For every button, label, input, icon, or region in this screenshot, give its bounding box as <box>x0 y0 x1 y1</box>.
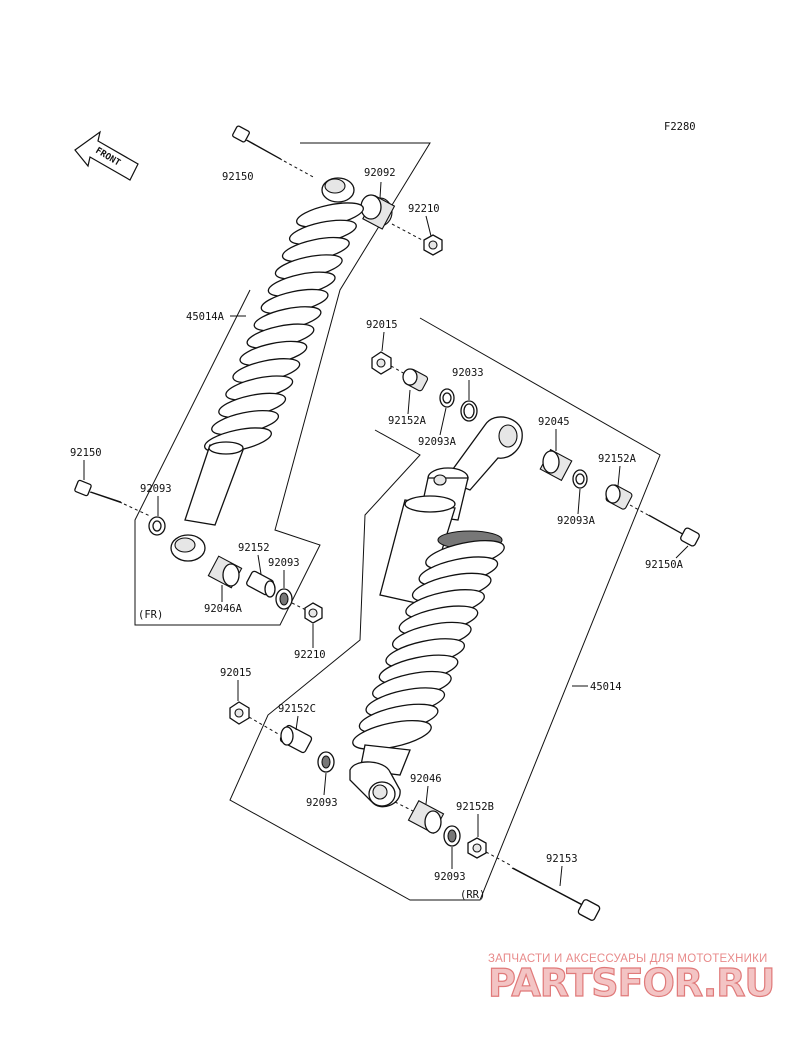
front-bottom-nut <box>291 602 323 624</box>
label-front-bushing: 92092 <box>364 167 396 179</box>
rear-lower-bolt <box>485 851 601 921</box>
front-top-nut <box>391 223 443 256</box>
label-rear-nut-upper: 92015 <box>366 319 398 331</box>
front-oil-seal-right <box>275 588 293 610</box>
rear-lower-bearing <box>394 799 445 835</box>
label-front-collar: 92152 <box>238 542 270 554</box>
label-front-bolt-bottom: 92150 <box>70 447 102 459</box>
label-front-shock: 45014A <box>186 311 225 323</box>
watermark-brand: PARTSFOR.RU <box>488 961 774 1005</box>
label-front-bolt-top: 92150 <box>222 171 254 183</box>
label-rear-collar-upper-right: 92152A <box>598 453 637 465</box>
label-front-seal-right: 92093 <box>268 557 300 569</box>
label-rear-collar-lower: 92152C <box>278 703 316 715</box>
front-shock-group: (FR) 92150 92092 92210 <box>70 125 443 661</box>
label-rear-bearing-lower: 92046 <box>410 773 442 785</box>
rear-collar-lower-right <box>467 837 487 859</box>
label-rear-collar-upper-left: 92152A <box>388 415 427 427</box>
label-rear-nut-lower: 92015 <box>220 667 252 679</box>
rear-upper-bolt <box>629 504 700 547</box>
label-rear-snap-ring: 92033 <box>452 367 484 379</box>
label-rear-shock: 45014 <box>590 681 622 693</box>
front-group-label: (FR) <box>138 609 163 621</box>
label-front-nut-top: 92210 <box>408 203 440 215</box>
rear-lower-collar <box>279 724 313 754</box>
label-front-nut-bottom: 92210 <box>294 649 326 661</box>
front-bottom-bolt <box>74 479 151 517</box>
spring-coil <box>352 719 432 751</box>
label-rear-seal-upper-right: 92093A <box>557 515 596 527</box>
rear-upper-nut <box>371 351 406 375</box>
front-direction-arrow: FRONT <box>74 130 139 181</box>
rear-shock-group: (RR) 92015 92152A 92093A 92033 <box>220 317 700 921</box>
watermark: ЗАПЧАСТИ И АКСЕССУАРЫ ДЛЯ МОТОТЕХНИКИ PA… <box>487 953 776 1006</box>
watermark-tagline: ЗАПЧАСТИ И АКСЕССУАРЫ ДЛЯ МОТОТЕХНИКИ <box>488 953 768 965</box>
rear-group-bracket <box>229 317 661 901</box>
label-rear-collar-lower-right: 92152B <box>456 801 494 813</box>
label-rear-bolt-upper: 92150A <box>645 559 684 571</box>
rear-snap-ring <box>460 400 478 422</box>
rear-group-label: (RR) <box>460 889 485 901</box>
rear-collar-upper-right <box>605 484 633 510</box>
label-rear-seal-lower-right: 92093 <box>434 871 466 883</box>
rear-collar-upper-left <box>402 368 429 392</box>
rear-upper-bearing <box>539 448 573 482</box>
rear-oil-seal-upper-left <box>439 388 455 408</box>
rear-oil-seal-lower-right <box>443 825 461 847</box>
label-rear-bearing-upper: 92045 <box>538 416 570 428</box>
figure-code: F2280 <box>664 121 696 133</box>
front-top-bolt <box>232 125 316 179</box>
label-front-seal-left: 92093 <box>140 483 172 495</box>
rear-shock-absorber <box>349 416 523 808</box>
front-collar <box>246 570 276 598</box>
front-bearing <box>207 555 243 589</box>
rear-lower-nut <box>229 701 281 736</box>
label-rear-bolt-lower: 92153 <box>546 853 578 865</box>
label-rear-seal-lower-left: 92093 <box>306 797 338 809</box>
front-top-bushing <box>360 194 396 230</box>
front-oil-seal-left <box>148 516 166 536</box>
front-shock-absorber <box>170 177 364 562</box>
label-rear-seal-upper-left: 92093A <box>418 436 457 448</box>
label-front-bearing: 92046A <box>204 603 243 615</box>
rear-oil-seal-upper-right <box>572 469 588 489</box>
rear-oil-seal-lower-left <box>317 751 335 773</box>
